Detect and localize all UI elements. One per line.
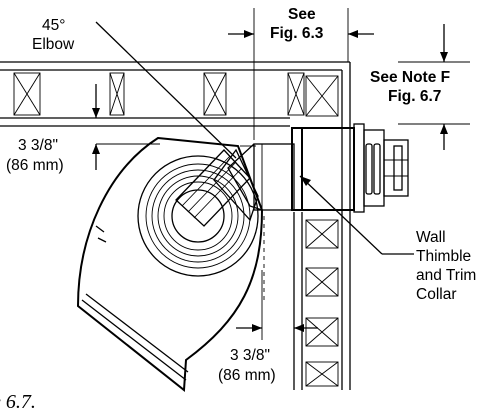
elbow-label-line2: Elbow [32, 36, 75, 53]
dim-left-line2: (86 mm) [6, 157, 64, 174]
wall-thimble-label-line4: Collar [416, 286, 456, 303]
wall-thimble-label-line1: Wall [416, 229, 446, 246]
elbow-label-line1: 45° [42, 17, 65, 34]
figure-caption: e 6.7. [0, 391, 36, 413]
dimension-lines [92, 8, 470, 340]
note-label-line2: Fig. 6.7 [388, 88, 441, 105]
wall-thimble [291, 123, 409, 213]
appliance-body [76, 136, 264, 392]
wall-thimble-label-line2: Thimble [416, 248, 471, 265]
dim-left-line1: 3 3/8" [18, 137, 58, 154]
note-label-line1: See Note F [370, 69, 450, 86]
dim-bottom-line1: 3 3/8" [230, 347, 270, 364]
wall-thimble-label-line3: and Trim [416, 267, 476, 284]
annotation-labels: 45° Elbow See Fig. 6.3 See Note F Fig. 6… [0, 6, 476, 413]
see-fig-label-line1: See [288, 6, 316, 23]
vent-pipe [213, 143, 295, 222]
wall-framing [293, 62, 351, 390]
ceiling-framing [0, 61, 350, 127]
see-fig-label-line2: Fig. 6.3 [270, 25, 324, 42]
dim-bottom-line2: (86 mm) [218, 367, 276, 384]
